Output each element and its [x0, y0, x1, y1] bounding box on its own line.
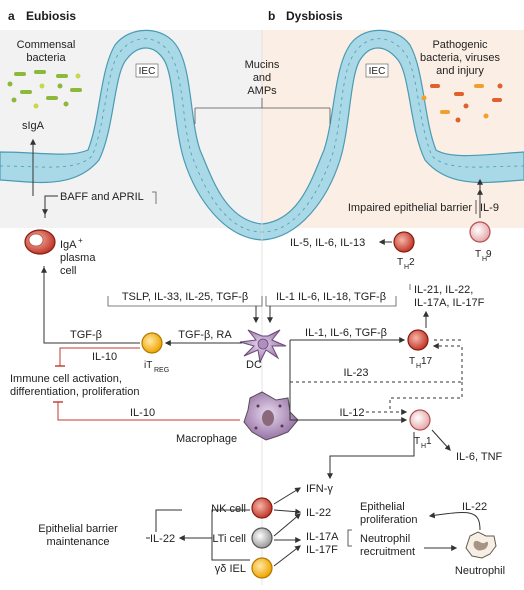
macrophage-label: Macrophage — [176, 433, 237, 445]
th17-cell — [407, 329, 429, 351]
mucins-l2: and — [253, 72, 271, 84]
il17a-label: IL-17A — [306, 531, 339, 543]
iga-label-l1: IgA — [60, 239, 77, 251]
il22-right-label: IL-22 — [462, 501, 487, 513]
macrophage-cell — [243, 391, 299, 441]
neutrophil-cell — [465, 531, 497, 559]
th2-sub: H — [404, 264, 409, 271]
il22-left-label: IL-22 — [150, 533, 175, 545]
siga-label: sIgA — [22, 120, 45, 132]
tgfb-ra-label: TGF-β, RA — [178, 329, 232, 341]
itreg-cell — [141, 332, 163, 354]
gd-iel-cell — [251, 557, 273, 579]
th1-t: T — [414, 436, 420, 447]
epithelium — [0, 29, 524, 585]
th2-cell — [393, 231, 415, 253]
th17-num: 17 — [421, 356, 433, 367]
th2-t: T — [397, 257, 403, 268]
th2-cytokines: IL-5, IL-6, IL-13 — [290, 237, 365, 249]
il6-tnf-label: IL-6, TNF — [456, 451, 503, 463]
gd-iel-label: γδ IEL — [215, 563, 246, 575]
th1-num: 1 — [426, 436, 432, 447]
neut-recruit-l2: recruitment — [360, 546, 415, 558]
panel-a-title: Eubiosis — [26, 9, 76, 23]
il17f-label: IL-17F — [306, 544, 338, 556]
th17-sub: H — [416, 363, 421, 370]
ifng-label: IFN-γ — [306, 483, 333, 495]
th1-sub: H — [421, 443, 426, 450]
iga-label-l3: cell — [60, 265, 77, 277]
il23-label: IL-23 — [343, 367, 368, 379]
th17-cyt-l2: IL-17A, IL-17F — [414, 297, 485, 309]
th9-sub: H — [482, 256, 487, 263]
lti-cell-label: LTi cell — [212, 533, 246, 545]
pathogenic-l2: bacteria, viruses — [420, 52, 501, 64]
itreg-i: iT — [144, 360, 152, 371]
itreg-sub: REG — [154, 367, 169, 374]
epi-prolif-l2: proliferation — [360, 514, 417, 526]
mucins-l3: AMPs — [247, 85, 277, 97]
commensal-bacteria-cluster — [7, 70, 82, 109]
il10-b-label: IL-10 — [130, 407, 155, 419]
neut-recruit-l1: Neutrophil — [360, 533, 410, 545]
barrier-l2: maintenance — [47, 536, 110, 548]
iga-label-l2: plasma — [60, 252, 96, 264]
dc-label: DC — [246, 359, 262, 371]
il10-a-label: IL-10 — [92, 351, 117, 363]
immune-activation-l2: differentiation, proliferation — [10, 386, 139, 398]
th17-t: T — [409, 356, 415, 367]
dendritic-cell — [239, 329, 287, 364]
barrier-l1: Epithelial barrier — [38, 523, 118, 535]
lti-cell — [251, 527, 273, 549]
th9-t: T — [475, 249, 481, 260]
il9-label: IL-9 — [480, 202, 499, 214]
th1-cell — [409, 409, 431, 431]
neutrophil-label: Neutrophil — [455, 565, 505, 577]
impaired-barrier-label: Impaired epithelial barrier — [348, 202, 472, 214]
immune-activation-l1: Immune cell activation, — [10, 373, 122, 385]
iga-plasma-cell — [24, 229, 56, 255]
right-cytokines: IL-1 IL-6, IL-18, TGF-β — [276, 291, 386, 303]
th2-num: 2 — [409, 257, 415, 268]
nk-cell-label: NK cell — [211, 503, 246, 515]
mucins-l1: Mucins — [245, 59, 280, 71]
iec-right-label: IEC — [369, 66, 386, 77]
il12-label: IL-12 — [339, 407, 364, 419]
pathogenic-l3: and injury — [436, 65, 484, 77]
commensal-l2: bacteria — [26, 52, 66, 64]
baff-april-label: BAFF and APRIL — [60, 191, 144, 203]
iec-left-label: IEC — [139, 66, 156, 77]
nk-cell — [251, 497, 273, 519]
panel-b-letter: b — [268, 9, 275, 23]
panel-a-letter: a — [8, 9, 15, 23]
il1-6-tgfb-label: IL-1, IL-6, TGF-β — [305, 327, 387, 339]
iga-label-sup: + — [78, 236, 83, 245]
il22-mid-label: IL-22 — [306, 507, 331, 519]
left-cytokines: TSLP, IL-33, IL-25, TGF-β — [122, 291, 248, 303]
th9-num: 9 — [486, 249, 492, 260]
epi-prolif-l1: Epithelial — [360, 501, 405, 513]
th9-cell — [469, 221, 491, 243]
pathogen-cluster — [421, 83, 503, 123]
pathogenic-l1: Pathogenic — [432, 39, 488, 51]
panel-b-title: Dysbiosis — [286, 9, 343, 23]
tgfb-left-label: TGF-β — [70, 329, 102, 341]
th17-cyt-l1: IL-21, IL-22, — [414, 284, 473, 296]
commensal-l1: Commensal — [17, 39, 76, 51]
